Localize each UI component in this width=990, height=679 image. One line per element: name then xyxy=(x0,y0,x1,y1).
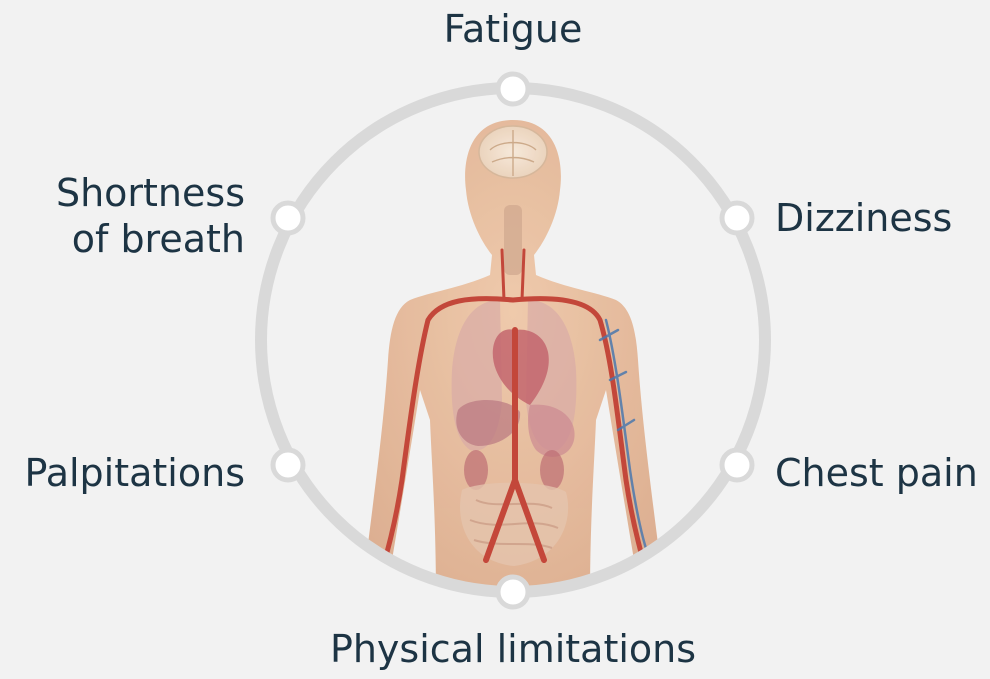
right-kidney xyxy=(540,450,564,490)
label-physical-limitations: Physical limitations xyxy=(283,626,743,672)
label-shortness-line2: of breath xyxy=(20,216,245,262)
label-fatigue: Fatigue xyxy=(413,6,613,52)
node-dizziness xyxy=(722,203,752,233)
label-shortness-of-breath: Shortness of breath xyxy=(20,170,245,262)
left-kidney xyxy=(464,450,488,490)
node-fatigue xyxy=(498,74,528,104)
label-palpitations: Palpitations xyxy=(0,450,245,496)
label-dizziness: Dizziness xyxy=(775,195,975,241)
node-shortness-of-breath xyxy=(273,203,303,233)
anatomy-figure xyxy=(366,120,660,600)
node-palpitations xyxy=(273,450,303,480)
trachea xyxy=(504,205,522,275)
label-shortness-line1: Shortness xyxy=(20,170,245,216)
node-physical-limitations xyxy=(498,577,528,607)
node-chest-pain xyxy=(722,450,752,480)
label-chest-pain: Chest pain xyxy=(775,450,985,496)
